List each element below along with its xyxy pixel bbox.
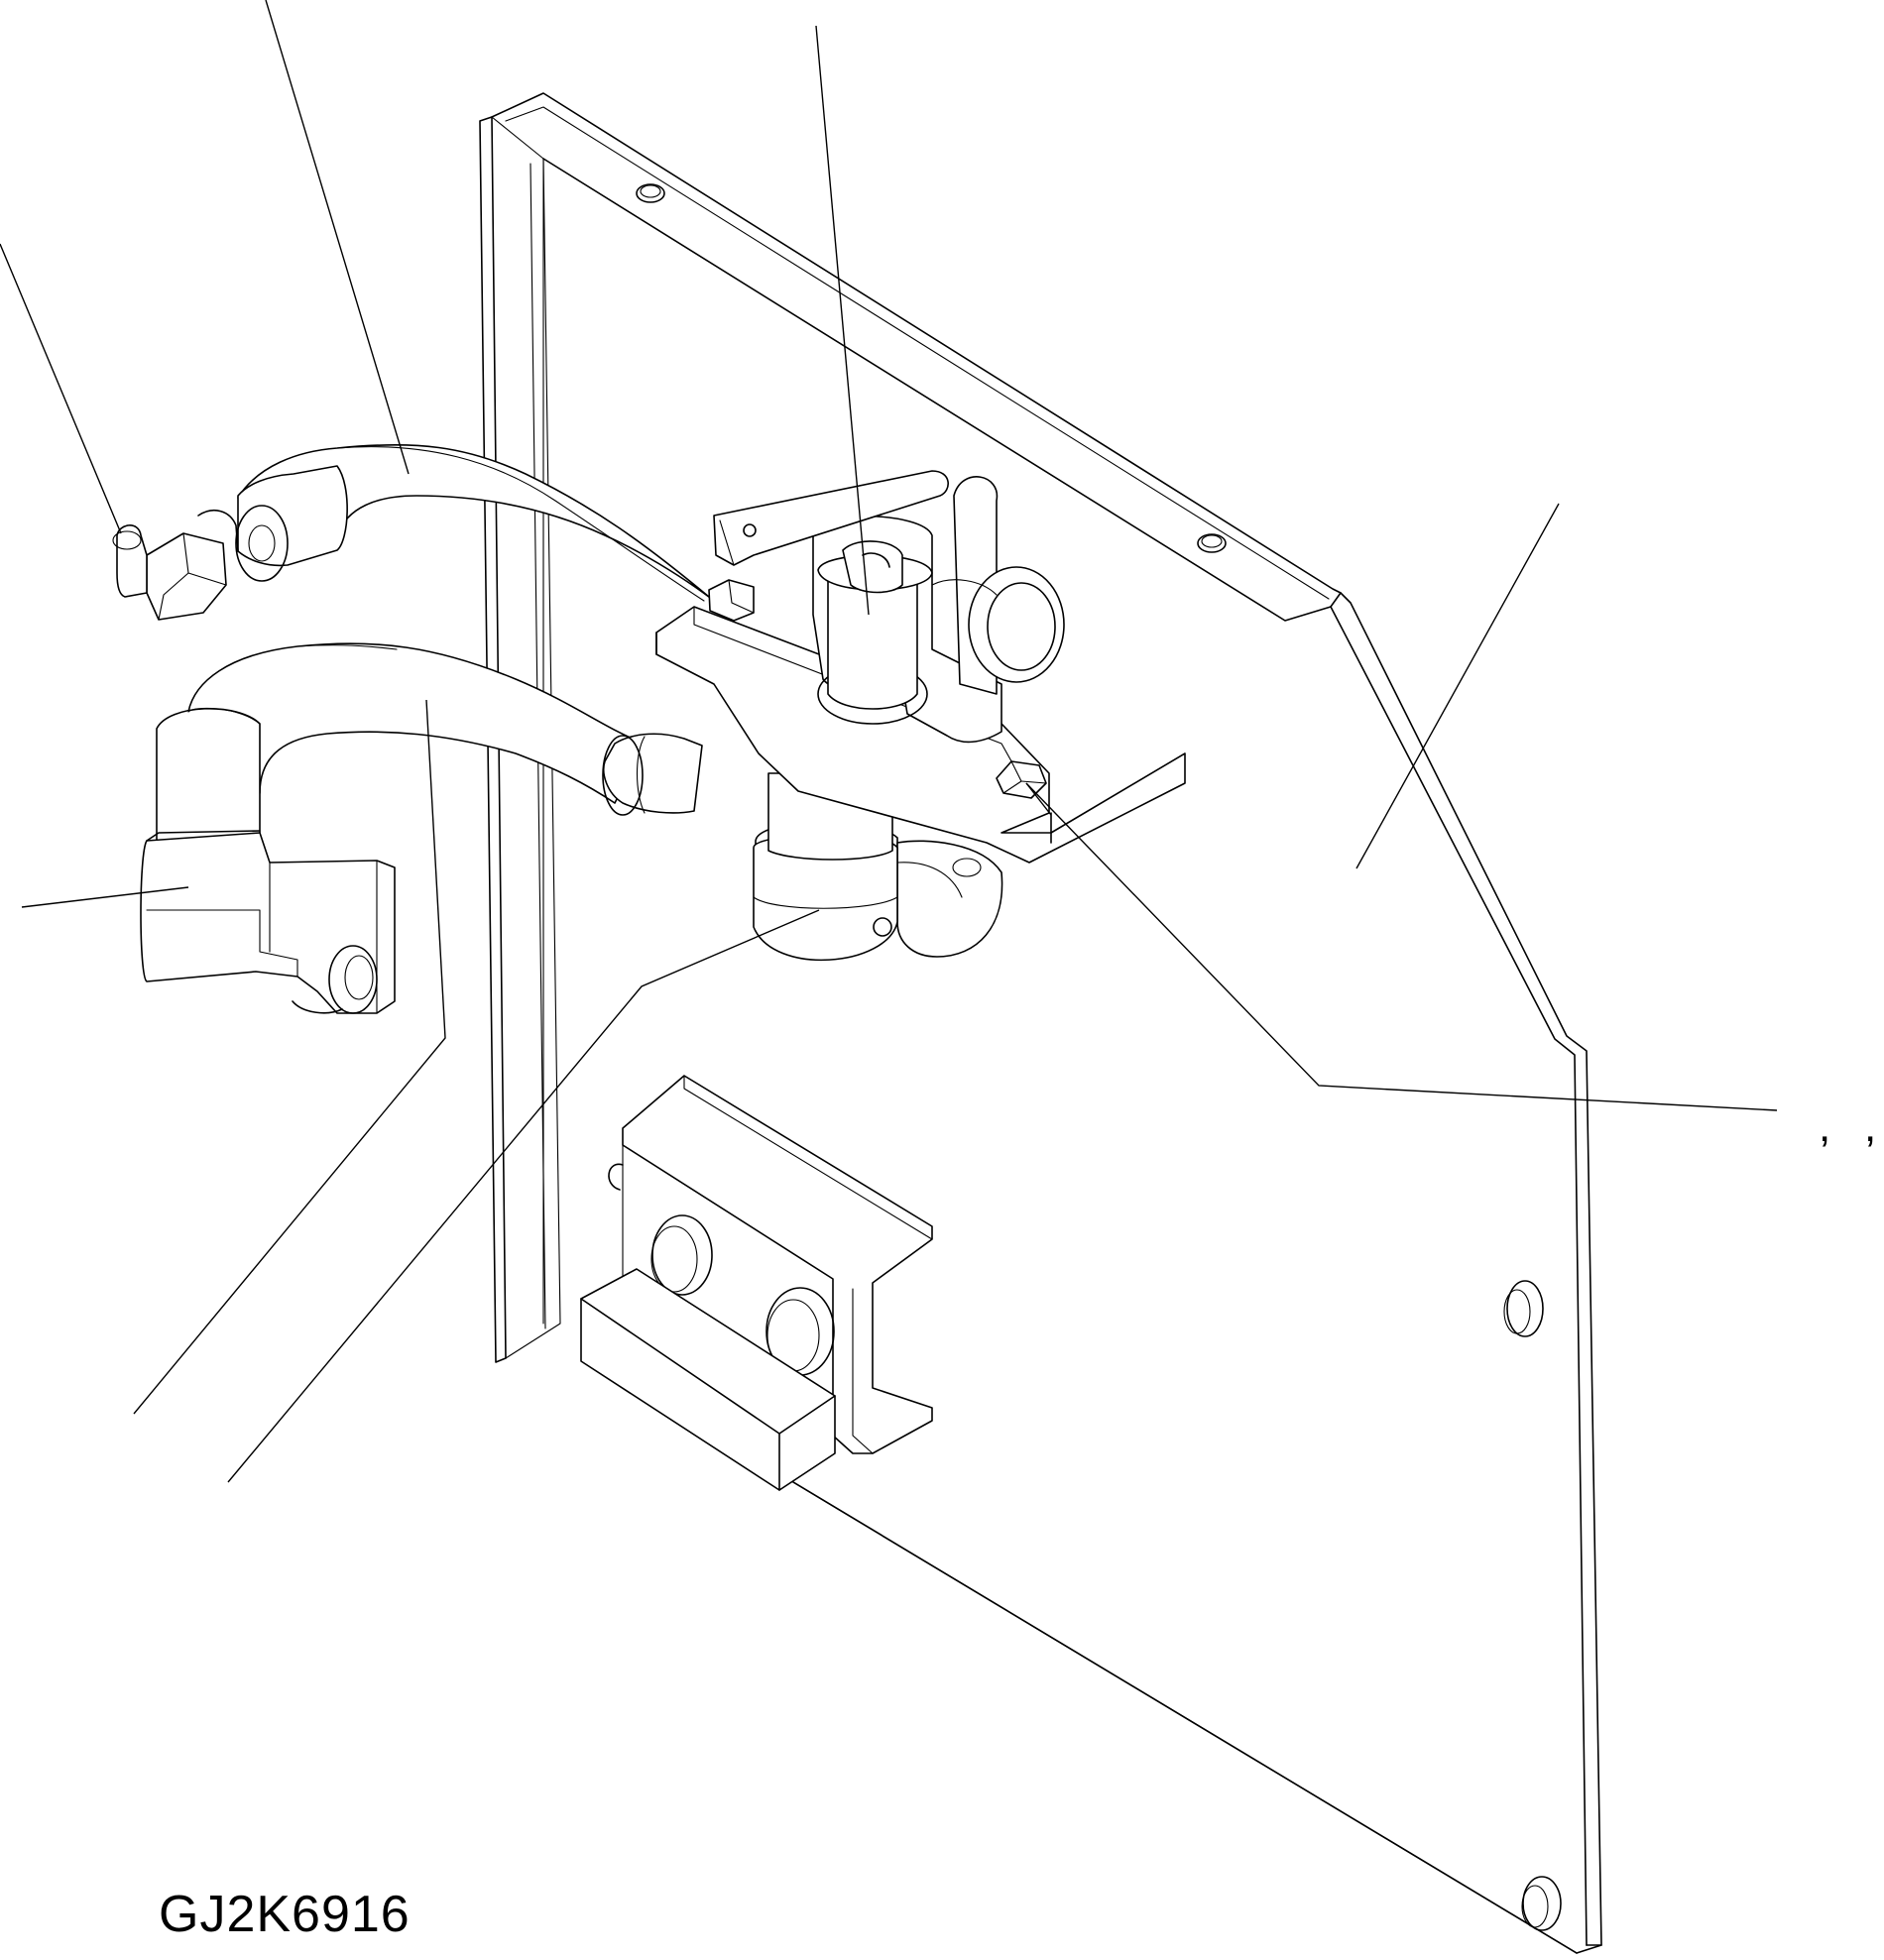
callout-mark-right: , <box>1864 1102 1877 1151</box>
upper-hose <box>235 443 735 618</box>
drawing-code-label: GJ2K6916 <box>159 1886 411 1943</box>
callout-mark-left: , <box>1819 1102 1831 1151</box>
mounting-bracket-plate <box>479 92 1602 1954</box>
rubber-block <box>580 1268 836 1491</box>
leader-lines <box>0 0 1778 1954</box>
lower-hose <box>156 642 703 844</box>
elbow-fitting <box>140 830 396 1014</box>
shutoff-valve-with-lever <box>655 470 1186 962</box>
banjo-bolt <box>112 510 239 621</box>
